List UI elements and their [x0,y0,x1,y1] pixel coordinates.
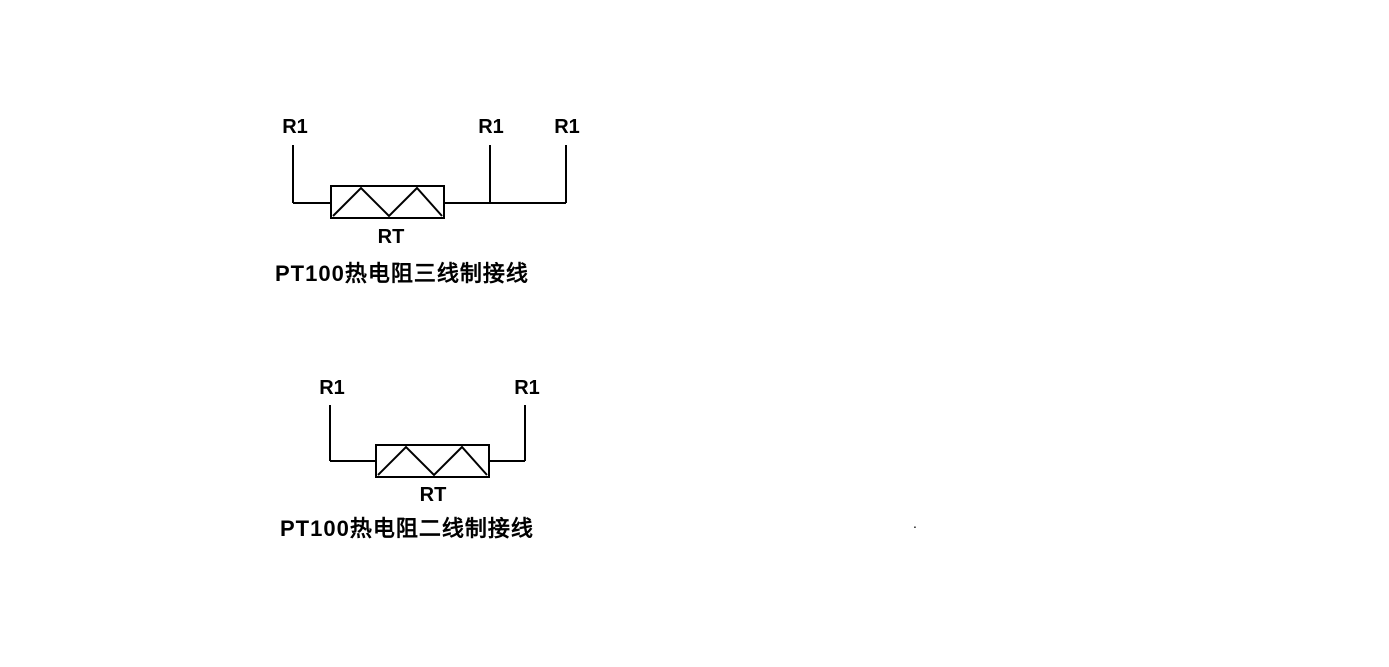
two-wire-diagram-title: PT100热电阻二线制接线 [280,516,534,541]
two-wire-terminal-label-2: R1 [514,377,540,399]
two-wire-terminal-label-1: R1 [319,377,345,399]
three-wire-terminal-label-2: R1 [478,116,504,138]
three-wire-terminal-label-3: R1 [554,116,580,138]
three-wire-resistor-label: RT [377,226,405,248]
two-wire-resistor-label: RT [419,484,447,506]
stray-dot-mark: . [913,515,917,531]
three-wire-circuit [292,145,567,219]
three-wire-terminal-label-1: R1 [282,116,308,138]
two-wire-resistor-body [375,444,490,478]
three-wire-resistor-body [330,185,445,219]
three-wire-diagram-title: PT100热电阻三线制接线 [275,261,529,286]
two-wire-resistor-zigzag [377,445,488,477]
two-wire-circuit [329,405,526,478]
three-wire-resistor-zigzag [332,186,443,218]
